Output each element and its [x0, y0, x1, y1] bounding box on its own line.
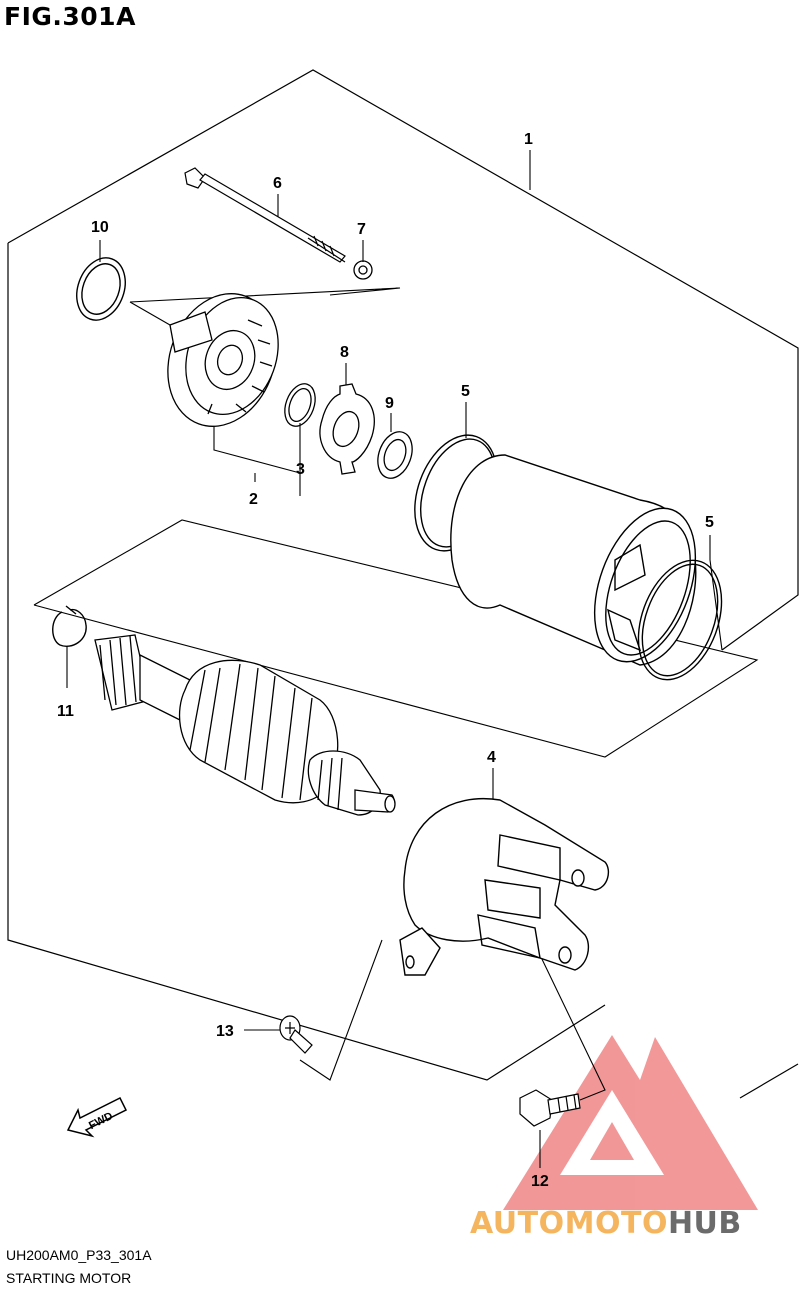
brush-holder	[399, 798, 610, 976]
circlip-11	[52, 605, 87, 647]
callout-12: 12	[531, 1173, 549, 1190]
o-ring-5-right	[637, 559, 723, 681]
callout-2: 2	[249, 491, 258, 508]
armature-bracket	[33, 519, 759, 758]
o-ring-10	[76, 257, 126, 321]
callout-5b: 5	[705, 514, 714, 531]
fwd-arrow: FWD	[66, 1096, 128, 1138]
watermark-text-b: HUB	[667, 1206, 742, 1241]
figure-code: UH200AM0_P33_301A	[6, 1247, 152, 1263]
lock-plate-8	[319, 383, 375, 475]
callout-1: 1	[524, 131, 533, 148]
callout-3: 3	[296, 461, 305, 478]
assembly-outline	[7, 69, 799, 1099]
callout-7: 7	[357, 221, 366, 238]
washer-3	[284, 383, 316, 427]
callout-11: 11	[57, 703, 74, 720]
bolt-12	[519, 1089, 581, 1127]
callout-13: 13	[216, 1023, 234, 1040]
watermark-text: AUTOMOTOHUB	[470, 1206, 742, 1241]
screw-13	[279, 1015, 313, 1054]
callout-8: 8	[340, 344, 349, 361]
washer-9	[377, 431, 413, 479]
watermark-text-a: AUTOMOTO	[470, 1206, 668, 1241]
callout-6: 6	[273, 175, 282, 192]
callout-4: 4	[487, 749, 496, 766]
through-bolt	[184, 167, 346, 263]
callouts: 1 2 3 4 5 5 6 7 8 9 10 11 12 13	[57, 131, 714, 1190]
callout-9: 9	[385, 395, 394, 412]
figure-title: FIG.301A	[4, 2, 136, 31]
callout-10: 10	[91, 219, 109, 236]
callout-5a: 5	[461, 383, 470, 400]
end-cover	[167, 293, 279, 427]
watermark-logo	[503, 1035, 758, 1210]
armature	[94, 634, 396, 816]
yoke-housing	[450, 454, 697, 666]
figure-name: STARTING MOTOR	[6, 1270, 132, 1286]
washer-7	[353, 260, 373, 280]
